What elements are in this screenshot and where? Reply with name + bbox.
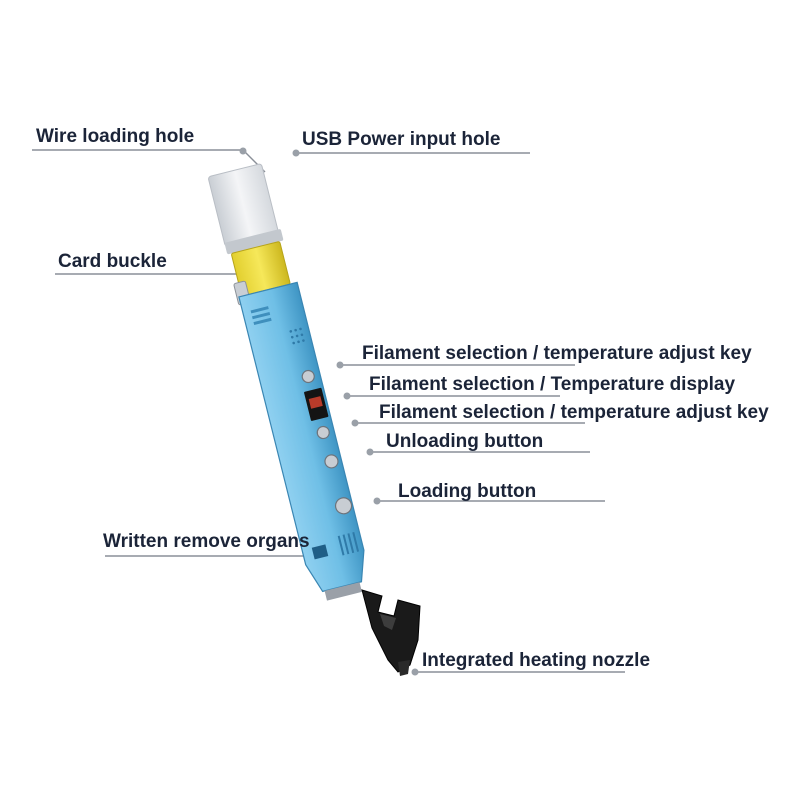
- loading-button-knob: [334, 497, 353, 515]
- label-card-buckle: Card buckle: [58, 251, 167, 272]
- cap-band: [224, 229, 284, 255]
- label-loading-button: Loading button: [398, 481, 537, 502]
- label-unloading-button: Unloading button: [386, 431, 544, 452]
- temperature-display-glow: [308, 396, 323, 409]
- dot-key-bottom: [351, 419, 359, 427]
- vent-slots-top: [250, 306, 272, 326]
- temperature-adjust-key-top: [301, 369, 315, 384]
- temperature-adjust-key-bottom: [316, 425, 330, 440]
- dot-nozzle: [411, 668, 419, 676]
- remove-organs-window: [311, 544, 329, 560]
- speaker-dots: [289, 327, 305, 345]
- dot-loading: [373, 497, 381, 505]
- label-integrated-heating-nozzle: Integrated heating nozzle: [422, 650, 651, 671]
- label-usb-power-input-hole: USB Power input hole: [302, 129, 501, 150]
- dot-usb-power: [292, 149, 300, 157]
- pen-main-body: [238, 281, 365, 593]
- label-temperature-adjust-key-bottom: Filament selection / temperature adjust …: [379, 402, 769, 423]
- label-wire-loading-hole: Wire loading hole: [36, 126, 195, 147]
- unloading-button-knob: [324, 454, 339, 469]
- dot-wire-loading-hole: [239, 147, 247, 155]
- dot-unloading: [366, 448, 374, 456]
- label-written-remove-organs: Written remove organs: [103, 531, 310, 552]
- pen-body-group: [208, 163, 365, 601]
- leader-lines: [32, 149, 625, 673]
- vent-grid-bottom: [337, 531, 360, 556]
- label-temperature-display: Filament selection / Temperature display: [369, 374, 736, 395]
- nozzle-base: [324, 582, 362, 601]
- dot-key-top: [336, 361, 344, 369]
- dot-display: [343, 392, 351, 400]
- label-temperature-adjust-key-top: Filament selection / temperature adjust …: [362, 343, 752, 364]
- heating-nozzle: [361, 589, 421, 676]
